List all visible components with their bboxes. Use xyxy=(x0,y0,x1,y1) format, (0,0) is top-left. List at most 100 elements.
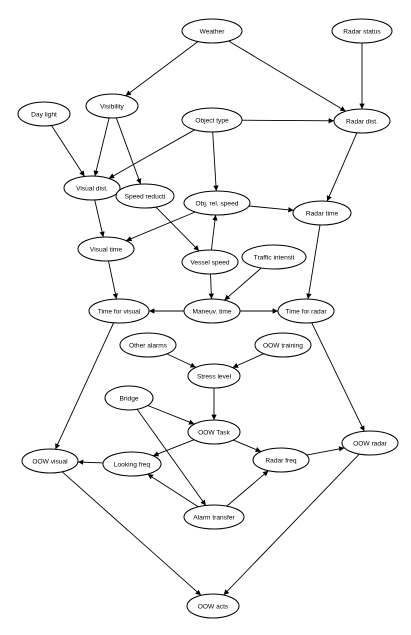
node-label: Time for visual xyxy=(98,308,141,315)
node-ellipse xyxy=(119,332,177,358)
node-ellipse xyxy=(186,593,240,619)
edge-line xyxy=(147,405,195,425)
edge-layer xyxy=(51,40,365,596)
edge-line xyxy=(241,118,335,124)
edge-traffic-intensit-to-maneuv-time xyxy=(224,267,262,301)
node-ellipse xyxy=(85,93,139,119)
node-label: Obj. rel. speed xyxy=(196,200,239,207)
edge-visibility-to-visual-dist xyxy=(93,117,110,177)
edge-line xyxy=(306,446,345,456)
node-label: Visual dist. xyxy=(76,185,108,192)
edge-line xyxy=(94,199,105,238)
node-ellipse xyxy=(88,298,150,324)
edge-line xyxy=(93,117,110,177)
node-visibility: Visibility xyxy=(85,93,139,119)
node-ellipse xyxy=(102,451,162,477)
node-looking-freq: Looking freq xyxy=(102,451,162,477)
edge-line xyxy=(248,205,294,213)
node-day-light: Day light xyxy=(17,101,71,127)
node-ellipse xyxy=(252,447,310,473)
node-radar-time: Radar time xyxy=(292,200,352,226)
node-oow-training: OOW training xyxy=(254,332,312,358)
edge-oow-task-to-radar-freq xyxy=(233,439,262,453)
node-oow-acts: OOW acts xyxy=(186,593,240,619)
edge-line xyxy=(54,322,115,450)
node-label: Visibility xyxy=(100,103,124,110)
node-maneuv-time: Maneuv. time xyxy=(183,298,241,324)
node-ellipse xyxy=(254,332,312,358)
node-ellipse xyxy=(181,107,243,133)
node-ellipse xyxy=(17,101,71,127)
node-time-for-radar: Time for radar xyxy=(277,298,335,324)
edge-speed-reduct-to-vessel-speed xyxy=(155,206,200,252)
node-ellipse xyxy=(183,190,251,216)
node-alarm-transfer: Alarm transfer xyxy=(183,504,245,530)
node-weather: Weather xyxy=(181,18,243,44)
node-label: Radar dist. xyxy=(346,118,378,125)
edge-line xyxy=(125,211,196,242)
node-ellipse xyxy=(181,249,239,275)
edge-line xyxy=(136,409,207,506)
edge-line xyxy=(77,459,104,465)
edge-object-type-to-radar-dist xyxy=(241,118,335,124)
node-label: Time for radar xyxy=(285,308,327,315)
node-speed-reduct: Speed reducti xyxy=(115,183,175,209)
edge-time-for-visual-to-oow-visual xyxy=(54,322,115,450)
edge-line xyxy=(228,40,346,112)
node-other-alarms: Other alarms xyxy=(119,332,177,358)
edge-line xyxy=(223,453,360,596)
node-ellipse xyxy=(21,448,79,474)
node-label: Visual time xyxy=(90,246,122,253)
edge-line xyxy=(152,439,195,457)
edge-time-for-radar-to-oow-radar xyxy=(311,322,365,432)
edge-line xyxy=(233,439,262,453)
node-visual-time: Visual time xyxy=(77,236,135,262)
edge-line xyxy=(147,473,199,508)
node-label: Stress level xyxy=(197,373,232,380)
edge-oow-task-to-looking-freq xyxy=(152,439,195,457)
edge-bridge-to-oow-task xyxy=(147,405,195,425)
edge-object-type-to-obj-rel-speed xyxy=(212,131,219,192)
edge-obj-rel-speed-to-radar-time xyxy=(248,205,294,213)
node-label: OOW Task xyxy=(198,429,230,436)
node-obj-rel-speed: Obj. rel. speed xyxy=(183,190,251,216)
edge-weather-to-radar-dist xyxy=(228,40,346,112)
node-label: OOW training xyxy=(263,342,303,349)
node-stress-level: Stress level xyxy=(187,363,241,389)
edge-obj-rel-speed-to-visual-time xyxy=(125,211,196,242)
node-ellipse xyxy=(63,175,121,201)
edge-line xyxy=(232,353,264,369)
edge-line xyxy=(108,129,195,179)
node-label: Radar freq xyxy=(265,457,296,464)
node-ellipse xyxy=(187,363,241,389)
edge-alarm-transfer-to-looking-freq xyxy=(147,473,199,508)
node-traffic-intensit: Traffic intensit xyxy=(241,244,307,270)
node-bridge: Bridge xyxy=(104,385,154,411)
node-label: Bridge xyxy=(119,395,138,402)
node-label: Radar time xyxy=(306,210,339,217)
edge-line xyxy=(210,214,218,251)
edge-vessel-speed-to-maneuv-time xyxy=(208,273,214,300)
node-label: Vessel speed xyxy=(190,259,230,266)
node-ellipse xyxy=(77,236,135,262)
edge-line xyxy=(115,117,142,185)
edge-object-type-to-visual-dist xyxy=(108,129,195,179)
node-object-type: Object type xyxy=(181,107,243,133)
node-visual-dist: Visual dist. xyxy=(63,175,121,201)
node-ellipse xyxy=(104,385,154,411)
node-ellipse xyxy=(187,419,241,445)
edge-visual-time-to-time-for-visual xyxy=(108,260,119,300)
edge-day-light-to-visual-dist xyxy=(51,125,85,177)
edge-other-alarms-to-stress-level xyxy=(166,353,196,368)
node-oow-radar: OOW radar xyxy=(341,430,399,456)
edge-alarm-transfer-to-radar-freq xyxy=(226,470,269,507)
edge-line xyxy=(166,353,196,368)
edge-line xyxy=(125,41,199,97)
node-label: OOW radar xyxy=(353,440,388,447)
node-ellipse xyxy=(292,200,352,226)
node-label: OOW acts xyxy=(198,603,229,610)
edge-line xyxy=(108,260,119,300)
edge-line xyxy=(61,471,202,596)
node-oow-visual: OOW visual xyxy=(21,448,79,474)
